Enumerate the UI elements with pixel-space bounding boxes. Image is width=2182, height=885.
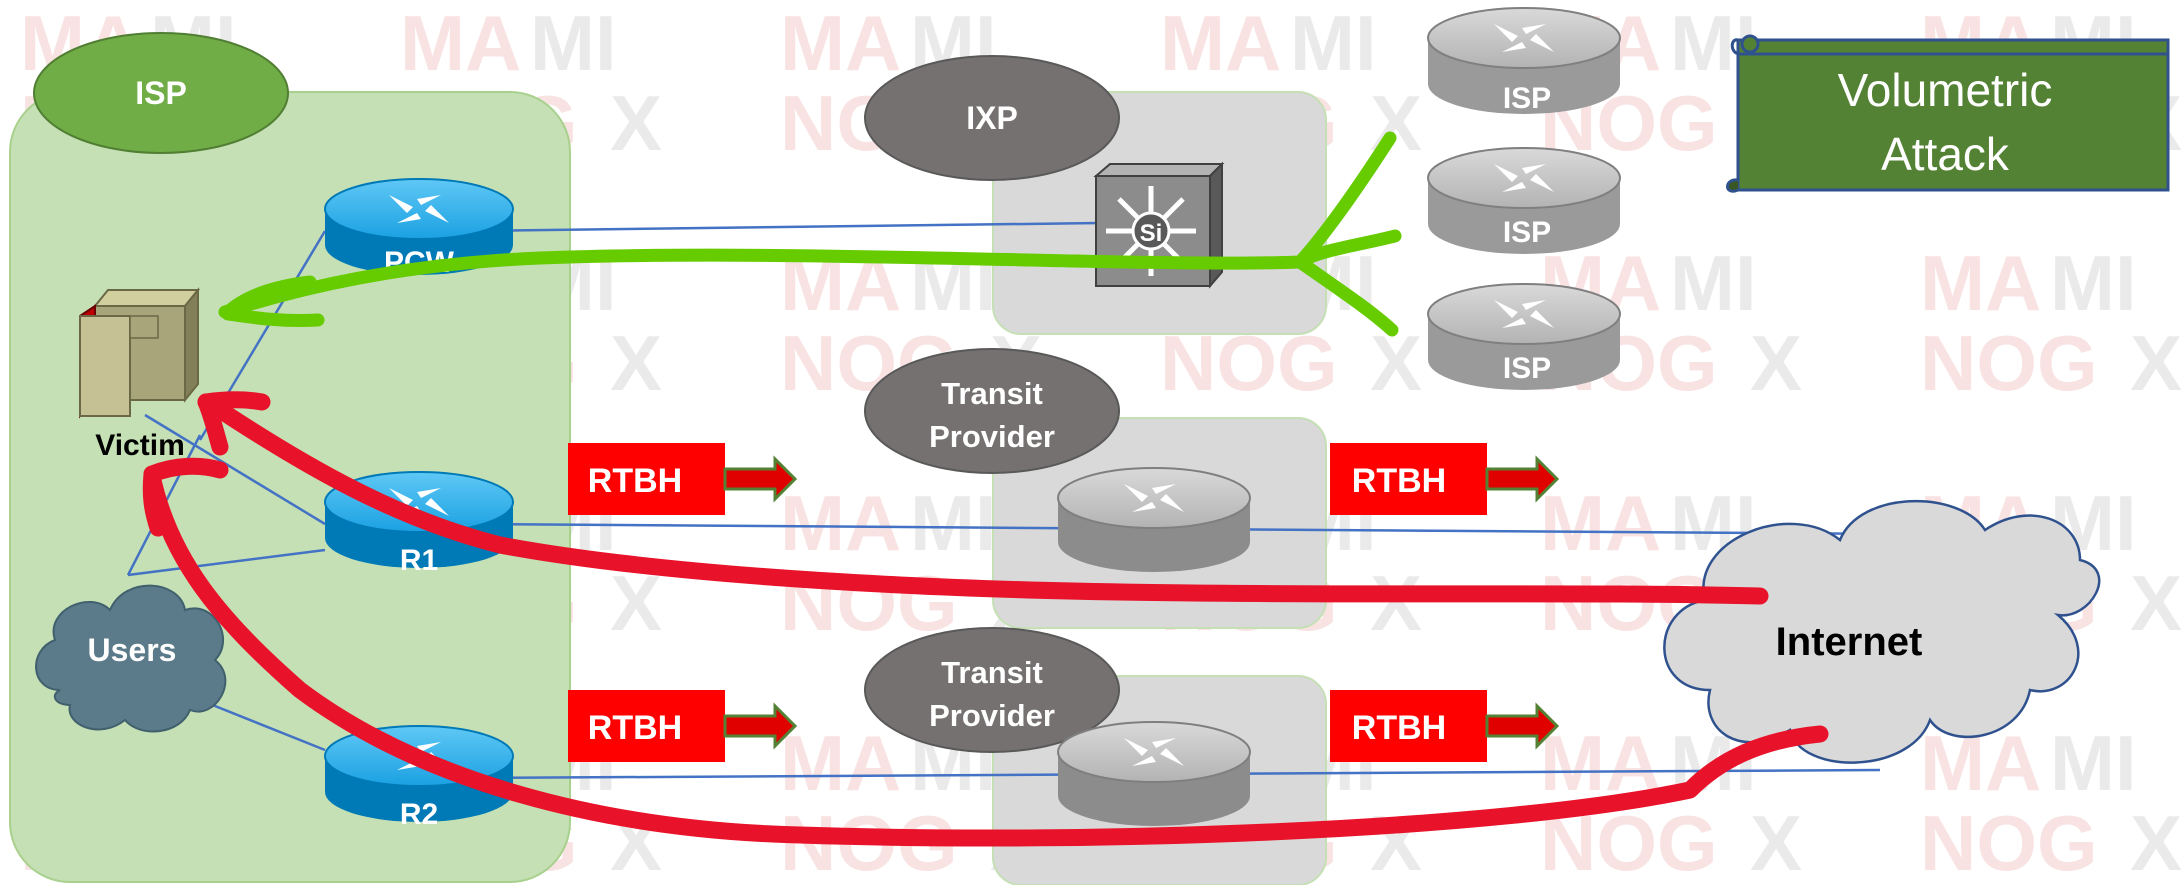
rtbh-tag-4 [1330, 690, 1560, 762]
rtbh-tag-2 [1330, 443, 1560, 515]
peer-isp-1-icon [1427, 7, 1621, 114]
rtbh-tag-1 [568, 443, 798, 515]
isp-region-label: ISP [135, 75, 187, 111]
peer-isp-2-icon [1427, 147, 1621, 254]
transit-1-label-line1: Transit [941, 376, 1043, 411]
title-banner-line1: Volumetric [1838, 64, 2053, 116]
peer-isp-3-label: ISP [1503, 352, 1551, 385]
transit-2-label-line2: Provider [929, 698, 1055, 733]
transit-2-router-icon [1057, 721, 1251, 826]
peering-traffic-arrow [218, 131, 1402, 337]
victim-server-icon [79, 287, 201, 419]
transit-1-label-line2: Provider [929, 419, 1055, 454]
users-cloud-icon [35, 584, 227, 733]
title-banner [1726, 34, 2170, 193]
internet-label: Internet [1776, 620, 1923, 664]
ixp-switch-label: Si [1140, 220, 1163, 247]
transit-1-router-icon [1057, 467, 1251, 572]
router-r1-icon [324, 471, 514, 568]
router-r1-label: R1 [400, 544, 438, 577]
router-pcw-icon [324, 178, 514, 275]
transit-2-label-line1: Transit [941, 655, 1043, 690]
title-banner-line2: Attack [1881, 128, 2010, 180]
rtbh-tag-1-label: RTBH [588, 462, 682, 500]
users-label: Users [88, 632, 177, 668]
rtbh-tag-3 [568, 690, 798, 762]
ixp-label: IXP [966, 100, 1018, 136]
rtbh-tag-2-label: RTBH [1352, 462, 1446, 500]
transit-1-label-oval [864, 348, 1120, 474]
rtbh-tag-3-label: RTBH [588, 709, 682, 747]
transit-2-label-oval [864, 627, 1120, 753]
attack-traffic-arrows [142, 391, 1829, 847]
ixp-label-oval [864, 55, 1120, 181]
router-r2-label: R2 [400, 798, 438, 831]
peer-isp-2-label: ISP [1503, 216, 1551, 249]
peer-isp-1-label: ISP [1503, 82, 1551, 115]
peer-isp-3-icon [1427, 283, 1621, 390]
internet-cloud-icon [1663, 499, 2101, 764]
rtbh-tag-4-label: RTBH [1352, 709, 1446, 747]
victim-label: Victim [95, 429, 185, 462]
isp-region-label-oval [33, 32, 289, 154]
